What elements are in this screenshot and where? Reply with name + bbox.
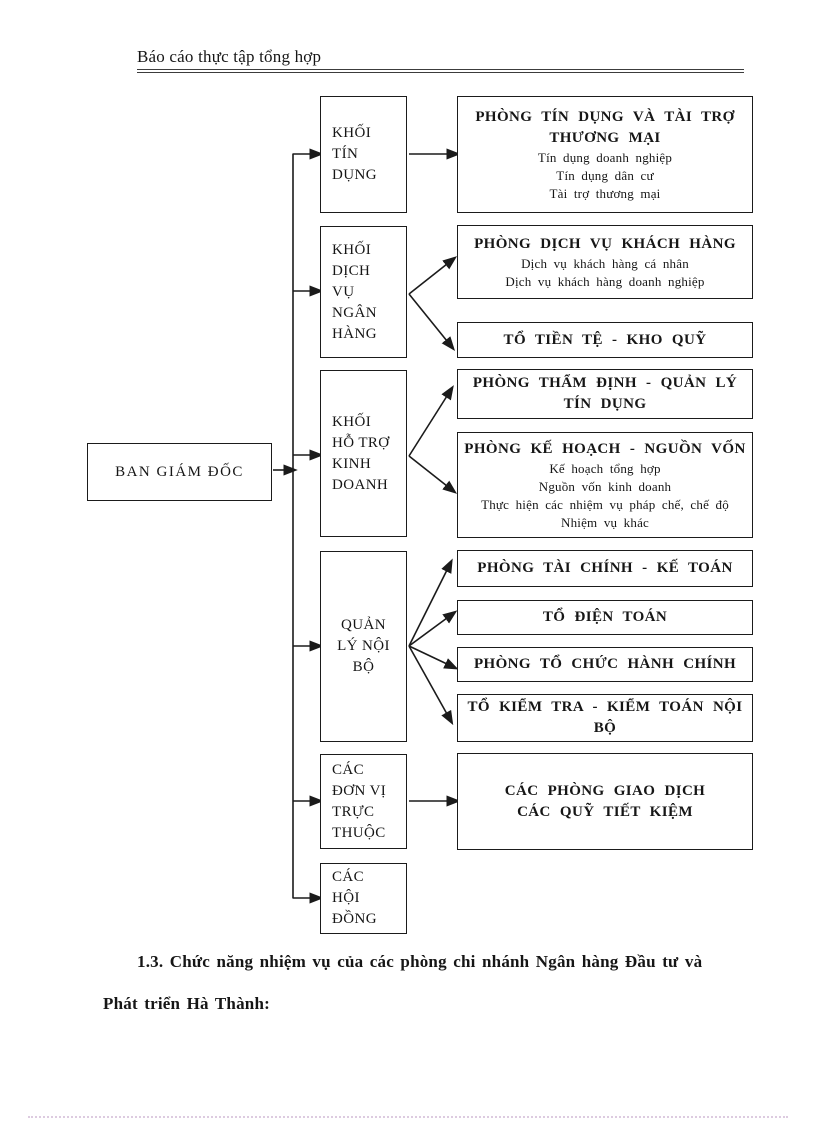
dept-item: Kế hoạch tổng hợp: [549, 460, 661, 476]
box-khoi-ho-tro-kinh-doanh: KHỐI HỖ TRỢ KINH DOANH: [320, 370, 407, 537]
arrow-block2-to-dept3: [408, 385, 454, 457]
dept-item: Tín dụng dân cư: [556, 167, 654, 183]
dept-title: PHÒNG TÀI CHÍNH - KẾ TOÁN: [477, 560, 733, 576]
box-khoi-tin-dung: KHỐI TÍN DỤNG: [320, 96, 407, 213]
box-to-kiem-tra-kiem-toan-noi-bo: TỔ KIỂM TRA - KIỂM TOÁN NỘI BỘ: [457, 694, 753, 742]
arrow-block3-to-dept5: [408, 558, 453, 647]
arrow-block2-to-dept4: [408, 455, 458, 494]
header-rule-bottom: [137, 72, 744, 73]
block-label: KHỐI HỖ TRỢ KINH DOANH: [332, 413, 390, 493]
dept-item: Nguồn vốn kinh doanh: [538, 478, 672, 494]
block-label: CÁC ĐƠN VỊ TRỰC THUỘC: [332, 761, 387, 841]
box-ban-giam-doc: BAN GIÁM ĐỐC: [87, 443, 272, 501]
box-phong-tin-dung-tai-tro: PHÒNG TÍN DỤNG VÀ TÀI TRỢ THƯƠNG MẠI Tín…: [457, 96, 753, 213]
dept-item: Nhiệm vụ khác: [560, 514, 650, 530]
dept-title: PHÒNG KẾ HOẠCH - NGUỒN VỐN: [464, 440, 746, 457]
block-label: QUẢN LÝ NỘI BỘ: [337, 617, 390, 675]
arrow-block1-to-dept1: [408, 256, 458, 295]
page-header-title: Báo cáo thực tập tổng hợp: [137, 47, 322, 66]
box-khoi-dich-vu-ngan-hang: KHỐI DỊCH VỤ NGÂN HÀNG: [320, 226, 407, 358]
dept-title: PHÒNG TÍN DỤNG VÀ TÀI TRỢ THƯƠNG MẠI: [475, 108, 735, 146]
box-cac-hoi-dong: CÁC HỘI ĐỒNG: [320, 863, 407, 934]
dept-title: CÁC PHÒNG GIAO DỊCH CÁC QUỸ TIẾT KIỆM: [504, 782, 706, 820]
box-to-tien-te-kho-quy: TỔ TIỀN TỆ - KHO QUỸ: [457, 322, 753, 358]
box-phong-dich-vu-khach-hang: PHÒNG DỊCH VỤ KHÁCH HÀNG Dịch vụ khách h…: [457, 225, 753, 299]
arrow-block3-to-dept8: [408, 645, 454, 726]
box-to-dien-toan: TỔ ĐIỆN TOÁN: [457, 600, 753, 635]
dept-title: PHÒNG TỔ CHỨC HÀNH CHÍNH: [473, 656, 737, 672]
dept-item: Thực hiện các nhiệm vụ pháp chế, chế độ: [481, 496, 729, 512]
box-phong-tai-chinh-ke-toan: PHÒNG TÀI CHÍNH - KẾ TOÁN: [457, 550, 753, 587]
dept-title: PHÒNG DỊCH VỤ KHÁCH HÀNG: [474, 235, 736, 252]
dept-title: TỔ KIỂM TRA - KIỂM TOÁN NỘI BỘ: [467, 699, 743, 736]
box-quan-ly-noi-bo: QUẢN LÝ NỘI BỘ: [320, 551, 407, 742]
box-phong-to-chuc-hanh-chinh: PHÒNG TỔ CHỨC HÀNH CHÍNH: [457, 647, 753, 682]
header-rule-top: [137, 69, 744, 70]
dept-title: TỔ ĐIỆN TOÁN: [542, 609, 668, 625]
box-cac-don-vi-truc-thuoc: CÁC ĐƠN VỊ TRỰC THUỘC: [320, 754, 407, 849]
root-label: BAN GIÁM ĐỐC: [115, 463, 244, 480]
dept-title: PHÒNG THẨM ĐỊNH - QUẢN LÝ TÍN DỤNG: [472, 375, 738, 412]
dept-title: TỔ TIỀN TỆ - KHO QUỸ: [503, 331, 707, 348]
block-label: CÁC HỘI ĐỒNG: [332, 869, 377, 927]
block-label: KHỐI DỊCH VỤ NGÂN HÀNG: [332, 241, 377, 342]
box-cac-phong-giao-dich-quy-tiet-kiem: CÁC PHÒNG GIAO DỊCH CÁC QUỸ TIẾT KIỆM: [457, 753, 753, 850]
page-bottom-dotted-rule: [28, 1116, 788, 1118]
dept-item: Dịch vụ khách hàng cá nhân: [521, 255, 689, 271]
arrow-block3-to-dept7: [408, 645, 459, 670]
dept-item: Dịch vụ khách hàng doanh nghiệp: [505, 273, 705, 289]
arrow-block3-to-dept6: [408, 610, 458, 647]
box-phong-ke-hoach-nguon-von: PHÒNG KẾ HOẠCH - NGUỒN VỐN Kế hoạch tổng…: [457, 432, 753, 538]
box-phong-tham-dinh-quan-ly-tin-dung: PHÒNG THẨM ĐỊNH - QUẢN LÝ TÍN DỤNG: [457, 369, 753, 419]
arrow-block1-to-dept2: [408, 293, 456, 351]
section-caption: 1.3. Chức năng nhiệm vụ của các phòng ch…: [103, 952, 703, 1013]
dept-item: Tài trợ thương mại: [549, 185, 661, 201]
dept-item: Tín dụng doanh nghiệp: [537, 149, 673, 165]
block-label: KHỐI TÍN DỤNG: [332, 125, 377, 183]
